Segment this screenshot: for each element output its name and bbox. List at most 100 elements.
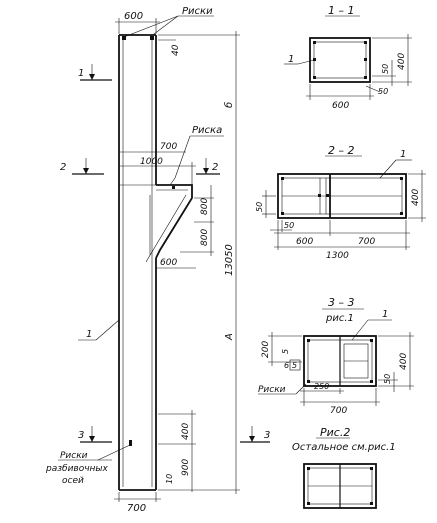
section-2-leader-line <box>379 159 397 179</box>
label-riski-top: Риски <box>182 6 213 17</box>
riski-bottom-leader <box>97 444 131 461</box>
fig-2-bar-3 <box>307 502 310 505</box>
riski-top-leader-a <box>149 15 179 38</box>
section-1-leader: 1 <box>288 54 294 65</box>
dim-a: A <box>224 333 235 341</box>
section-1-rebar-frame <box>313 41 367 79</box>
section-3-riski-leader <box>295 383 307 395</box>
dim-total-height: 13050 <box>224 244 235 276</box>
cut-2-right-arrowhead <box>203 168 209 174</box>
dim-40: 40 <box>171 44 181 56</box>
section-3-dim-250: 250 <box>314 382 329 391</box>
riska-leader <box>174 135 191 179</box>
dim-600-bracket: 600 <box>160 258 177 268</box>
section-3-bar-2 <box>370 339 373 342</box>
bottom-risk-mark <box>129 440 132 446</box>
section-1-dim-50-b: 50 <box>378 87 388 96</box>
section-3-riski: Риски <box>258 385 286 395</box>
section-2-bar-3 <box>400 177 403 180</box>
section-2-dim-1300: 1300 <box>326 251 349 261</box>
cut-2-left-arrowhead <box>83 168 89 174</box>
section-2-dim-50-side: 50 <box>255 202 264 212</box>
top-risk-mark-right <box>150 36 154 40</box>
cut-2-left: 2 <box>60 162 66 173</box>
leader-1-line <box>95 319 120 341</box>
section-1-dim-50-a: 50 <box>381 64 390 74</box>
top-risk-mark-left <box>122 36 126 40</box>
cut-3-left: 3 <box>78 430 84 441</box>
section-2-2: 2 – 2 1 400 50 50 600 <box>255 144 426 261</box>
cut-3-right-arrowhead <box>249 436 255 442</box>
section-2-bar-1 <box>281 177 284 180</box>
dim-400: 400 <box>181 423 191 440</box>
section-2-bar-2 <box>281 212 284 215</box>
fig-2-bar-1 <box>307 467 310 470</box>
section-3-dim-6: 6 <box>284 361 289 370</box>
dim-bottom-width: 700 <box>127 503 146 514</box>
cut-2-right: 2 <box>212 162 218 173</box>
section-3-leader-line <box>351 319 369 341</box>
bracket-risk-tick <box>169 177 176 186</box>
section-3-dim-50: 50 <box>383 374 392 384</box>
dim-b: б <box>223 102 235 108</box>
section-3-bar-1 <box>307 339 310 342</box>
fig-2-title: Рис.2 <box>320 426 350 439</box>
section-2-title: 2 – 2 <box>328 144 355 157</box>
dim-top-width: 600 <box>124 11 143 22</box>
section-2-dim-400: 400 <box>411 189 421 206</box>
section-2-dim-700: 700 <box>358 237 375 247</box>
dim-1000: 1000 <box>140 157 163 167</box>
section-2-outline <box>277 173 407 219</box>
leader-1: 1 <box>86 329 92 340</box>
bracket-rebar-diagonal <box>145 194 187 263</box>
section-1-outline <box>309 37 371 83</box>
label-riski-bottom-1: Риски <box>60 451 88 461</box>
dim-800-a: 800 <box>200 198 210 215</box>
section-1-bar-4 <box>364 76 367 79</box>
section-2-dim-600: 600 <box>296 237 313 247</box>
section-3-leader: 1 <box>382 309 388 320</box>
section-3-bar-4 <box>370 380 373 383</box>
dim-10: 10 <box>165 474 174 484</box>
section-1-bar-3 <box>313 76 316 79</box>
label-riski-bottom-2: разбивочных <box>45 464 109 474</box>
riski-top-leader-b <box>123 15 179 38</box>
section-3-dim-400: 400 <box>399 353 409 370</box>
section-3-dim-200: 200 <box>261 341 271 358</box>
section-2-bar-5 <box>318 194 321 197</box>
column-elevation: 600 Риски 40 13050 б A Риска 700 1000 <box>45 6 270 514</box>
cut-3-left-arrowhead <box>89 436 95 442</box>
fig-2-caption: Остальное см.рис.1 <box>292 442 396 453</box>
section-2-bar-6 <box>326 194 329 197</box>
section-1-leader-line <box>297 59 315 65</box>
section-3-rebar-frame <box>307 339 373 383</box>
section-3-dim-5-b: 5 <box>292 361 297 370</box>
section-3-small-box <box>289 359 301 371</box>
section-1-dim-50b-leader <box>365 85 381 93</box>
label-riski-bottom-3: осей <box>62 476 84 486</box>
section-3-bar-3 <box>307 380 310 383</box>
section-1-bar-5 <box>313 58 316 61</box>
section-1-dim-400: 400 <box>397 53 407 70</box>
section-3-dim-5-a: 5 <box>281 349 290 354</box>
section-1-dim-600: 600 <box>332 101 349 111</box>
section-3-subtitle: рис.1 <box>325 313 354 324</box>
section-2-dim-50-bottom: 50 <box>284 221 294 230</box>
dim-700-bracket: 700 <box>160 142 177 152</box>
section-3-title: 3 – 3 <box>328 296 355 309</box>
section-1-1: 1 – 1 1 400 50 50 600 <box>284 4 412 111</box>
fig-2-bar-2 <box>370 467 373 470</box>
section-2-leader: 1 <box>400 149 406 160</box>
section-3-3: 3 – 3 рис.1 1 200 5 6 5 400 50 <box>258 296 414 416</box>
section-2-bar-4 <box>400 212 403 215</box>
dim-800-b: 800 <box>200 229 210 246</box>
cut-1-arrowhead <box>89 74 95 80</box>
dim-900: 900 <box>181 459 191 476</box>
section-1-bar-2 <box>364 41 367 44</box>
fig-2-bar-4 <box>370 502 373 505</box>
cut-1-left: 1 <box>78 68 84 79</box>
column-bracket-outline <box>155 184 193 259</box>
section-1-title: 1 – 1 <box>328 4 355 17</box>
section-1-bar-6 <box>364 58 367 61</box>
